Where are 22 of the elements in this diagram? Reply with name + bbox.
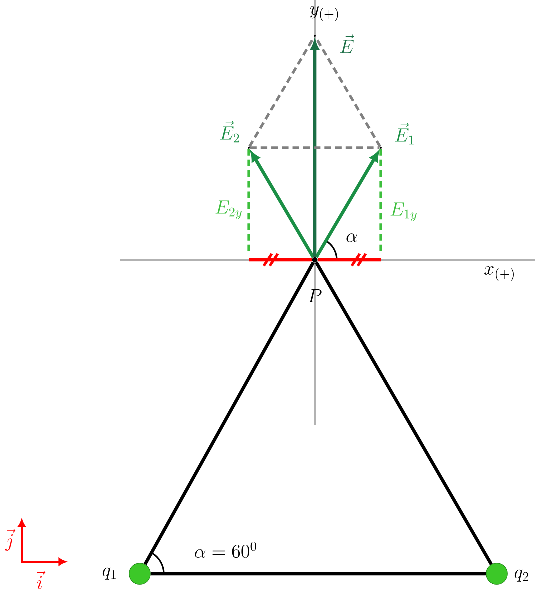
axis-label: $\vec{j}$ [5, 529, 16, 551]
charge-ball [486, 563, 508, 585]
axis-label: $y_{(+)}$ [310, 6, 338, 22]
component-line [249, 258, 312, 262]
line [144, 262, 316, 566]
point-label: $\vec{E}$ [340, 34, 354, 54]
line [150, 572, 486, 576]
component-line [318, 258, 381, 262]
axis-label: $\vec{i}$ [37, 571, 46, 590]
edge-label: $E_{1y}$ [388, 201, 420, 223]
edge-label: $E_{2y}$ [214, 199, 244, 221]
point [312, 257, 318, 263]
charge-ball [129, 563, 151, 585]
point-label: $\alpha=60^{0}$ [195, 542, 256, 558]
point-label: $q_{1}$ [102, 568, 116, 580]
point-label: $q_{2}$ [514, 570, 528, 582]
dashed-line [250, 146, 380, 150]
point-label: $\vec{E}_{2}$ [220, 121, 240, 143]
line [315, 262, 493, 566]
point-label: $P$ [308, 289, 322, 303]
point-label: $\vec{E}_{1}$ [395, 123, 414, 145]
axis-label: $x_{(+)}$ [484, 266, 514, 282]
